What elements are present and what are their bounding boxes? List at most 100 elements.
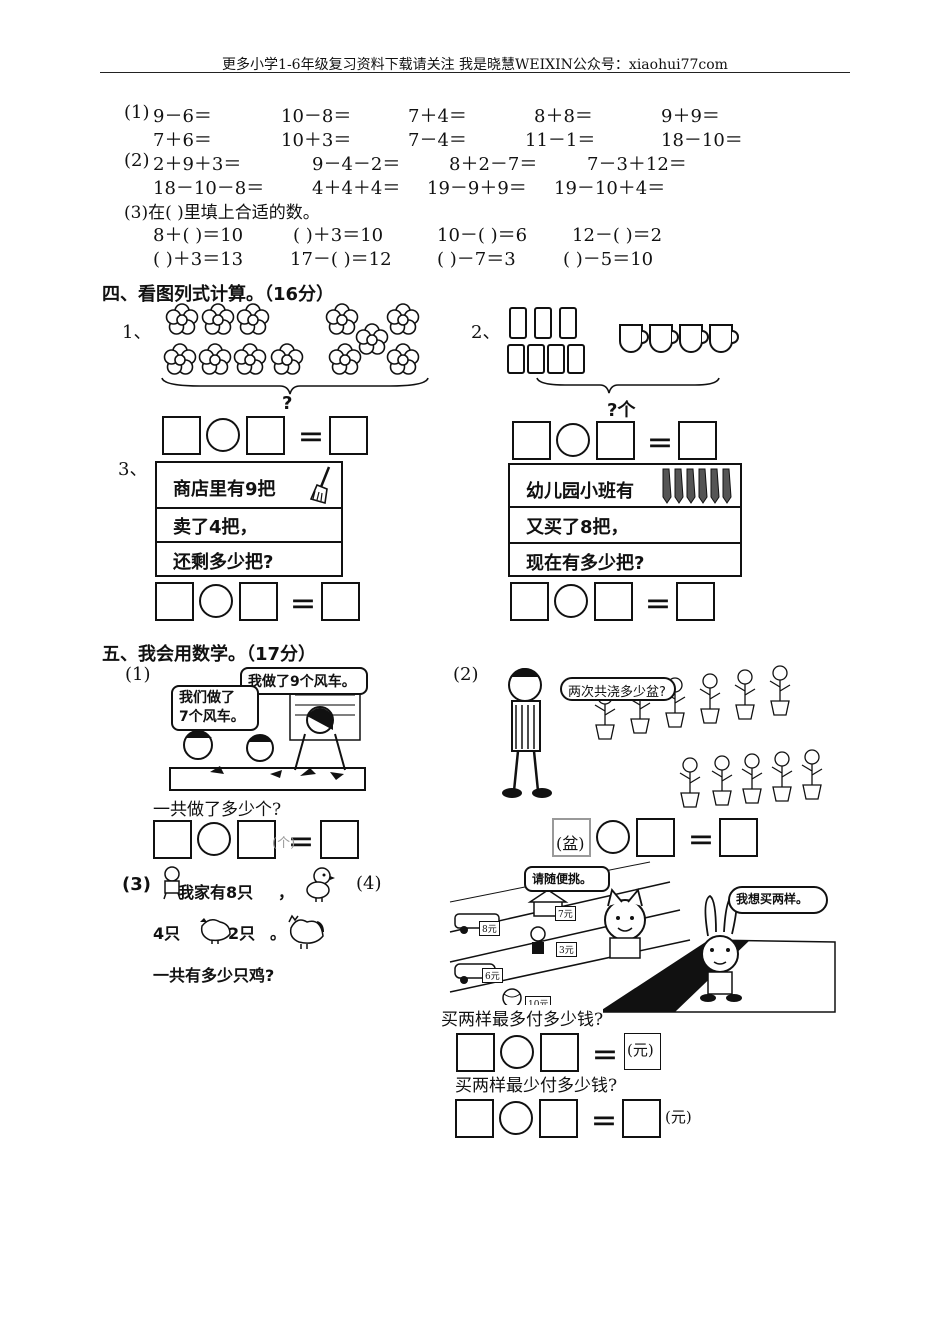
price-tag: 7元 bbox=[555, 906, 576, 921]
speech-bubble: 我做了9个风车。 bbox=[240, 667, 368, 695]
calc-item: 11－1＝ bbox=[525, 130, 596, 151]
calc-item: 10－8＝ bbox=[281, 106, 352, 127]
answer-box[interactable] bbox=[678, 421, 717, 460]
calc-item: 7＋4＝ bbox=[408, 106, 467, 127]
cups-illustration bbox=[507, 307, 739, 394]
answer-box[interactable] bbox=[594, 582, 633, 621]
answer-box[interactable] bbox=[624, 1033, 661, 1070]
bubble-text: 我们做了 bbox=[179, 690, 235, 706]
equals-sign: ＝ bbox=[647, 430, 674, 460]
q4-question-min: 买两样最少付多少钱? bbox=[455, 1076, 618, 1096]
part3-instruction: (3)在( )里填上合适的数。 bbox=[124, 203, 320, 223]
unit-label: (盆) bbox=[556, 834, 585, 853]
q1-label: (1) bbox=[125, 664, 151, 685]
section5-title: 五、我会用数学。（17分） bbox=[102, 644, 317, 665]
operator-circle[interactable] bbox=[197, 822, 231, 856]
operator-circle[interactable] bbox=[206, 418, 240, 452]
answer-box[interactable] bbox=[155, 582, 194, 621]
q3-label: 3、 bbox=[118, 459, 148, 480]
calc-item: 18－10＝ bbox=[661, 130, 743, 151]
answer-box[interactable] bbox=[246, 416, 285, 455]
q2-question: ?个 bbox=[607, 400, 636, 421]
q3-text: 2只 bbox=[228, 924, 256, 943]
header-rule bbox=[100, 72, 850, 73]
calc-item: 8＋8＝ bbox=[534, 106, 593, 127]
hen-icon bbox=[200, 918, 231, 944]
fill-blank-item: ( )－5＝10 bbox=[563, 249, 654, 270]
speech-bubble: 我想买两样。 bbox=[728, 886, 828, 914]
unit-label: (个) bbox=[272, 836, 296, 851]
answer-box[interactable] bbox=[596, 421, 635, 460]
problem-table-left: 商店里有9把 卖了4把， 还剩多少把? bbox=[155, 461, 343, 577]
q1-label: 1、 bbox=[122, 322, 152, 343]
bubble-text: 我做了9个风车。 bbox=[248, 674, 356, 690]
table-row-text: 商店里有9把 bbox=[173, 479, 276, 500]
person-icon bbox=[163, 866, 181, 900]
calc-item: 7－3＋12＝ bbox=[587, 154, 687, 175]
price-tag: 8元 bbox=[479, 921, 500, 936]
answer-box[interactable] bbox=[510, 582, 549, 621]
answer-box[interactable] bbox=[552, 818, 591, 857]
calc-item: 9－6＝ bbox=[153, 106, 212, 127]
boy-flowerpots-illustration bbox=[502, 665, 823, 808]
calc-item: 18－10－8＝ bbox=[153, 178, 265, 199]
answer-box[interactable] bbox=[237, 820, 276, 859]
table-row-text: 现在有多少把? bbox=[526, 553, 645, 574]
equals-sign: ＝ bbox=[290, 591, 317, 621]
answer-box[interactable] bbox=[321, 582, 360, 621]
rooster-icon bbox=[288, 914, 324, 949]
q3-text: 我家有8只 bbox=[178, 883, 254, 902]
answer-box[interactable] bbox=[636, 818, 675, 857]
section4-title: 四、看图列式计算。（16分） bbox=[102, 284, 335, 305]
operator-circle[interactable] bbox=[500, 1035, 534, 1069]
operator-circle[interactable] bbox=[499, 1101, 533, 1135]
q3-comma: ， bbox=[278, 883, 295, 902]
calc-item: 19－10＋4＝ bbox=[554, 178, 666, 199]
q4-label: (4) bbox=[356, 873, 382, 894]
q3-text: 。 bbox=[270, 924, 287, 943]
fill-blank-item: 10－( )＝6 bbox=[437, 225, 528, 246]
equals-sign: ＝ bbox=[288, 829, 315, 859]
table-row-text: 幼儿园小班有 bbox=[526, 481, 634, 502]
answer-box[interactable] bbox=[539, 1099, 578, 1138]
operator-circle[interactable] bbox=[596, 820, 630, 854]
chick-icon bbox=[306, 867, 335, 902]
answer-box[interactable] bbox=[329, 416, 368, 455]
calc-item: 9＋9＝ bbox=[661, 106, 720, 127]
answer-box[interactable] bbox=[540, 1033, 579, 1072]
answer-box[interactable] bbox=[456, 1033, 495, 1072]
equals-sign: ＝ bbox=[298, 424, 325, 454]
part2-label: (2) bbox=[124, 150, 150, 171]
problem-table-right: 幼儿园小班有 又买了8把， 现在有多少把? bbox=[508, 463, 742, 577]
q2-label: (2) bbox=[453, 664, 479, 685]
answer-box[interactable] bbox=[455, 1099, 494, 1138]
page-header: 更多小学1-6年级复习资料下载请关注 我是晓慧WEIXIN公众号：xiaohui… bbox=[222, 57, 728, 73]
equals-sign: ＝ bbox=[688, 827, 715, 857]
answer-box[interactable] bbox=[153, 820, 192, 859]
price-tag: 6元 bbox=[482, 968, 503, 983]
answer-box[interactable] bbox=[512, 421, 551, 460]
operator-circle[interactable] bbox=[199, 584, 233, 618]
operator-circle[interactable] bbox=[554, 584, 588, 618]
answer-box[interactable] bbox=[719, 818, 758, 857]
bubble-text: 7个风车。 bbox=[179, 709, 245, 725]
equals-sign: ＝ bbox=[592, 1042, 619, 1072]
answer-box[interactable] bbox=[622, 1099, 661, 1138]
q2-label: 2、 bbox=[471, 322, 501, 343]
windmill-kids-illustration bbox=[169, 689, 366, 791]
fill-blank-item: 17－( )＝12 bbox=[290, 249, 392, 270]
q3-text: 4只 bbox=[153, 924, 181, 943]
answer-box[interactable] bbox=[320, 820, 359, 859]
unit-label: (元) bbox=[665, 1108, 692, 1126]
speech-bubble: 我们做了 7个风车。 bbox=[171, 685, 259, 731]
fill-blank-item: ( )＋3＝10 bbox=[293, 225, 384, 246]
answer-box[interactable] bbox=[239, 582, 278, 621]
q1-question: 一共做了多少个? bbox=[153, 800, 282, 820]
operator-circle[interactable] bbox=[556, 423, 590, 457]
calc-item: 8＋2－7＝ bbox=[449, 154, 538, 175]
answer-box[interactable] bbox=[162, 416, 201, 455]
answer-box[interactable] bbox=[676, 582, 715, 621]
bubble-text: 请随便挑。 bbox=[532, 872, 593, 886]
calc-item: 9－4－2＝ bbox=[312, 154, 401, 175]
calc-item: 10＋3＝ bbox=[281, 130, 352, 151]
